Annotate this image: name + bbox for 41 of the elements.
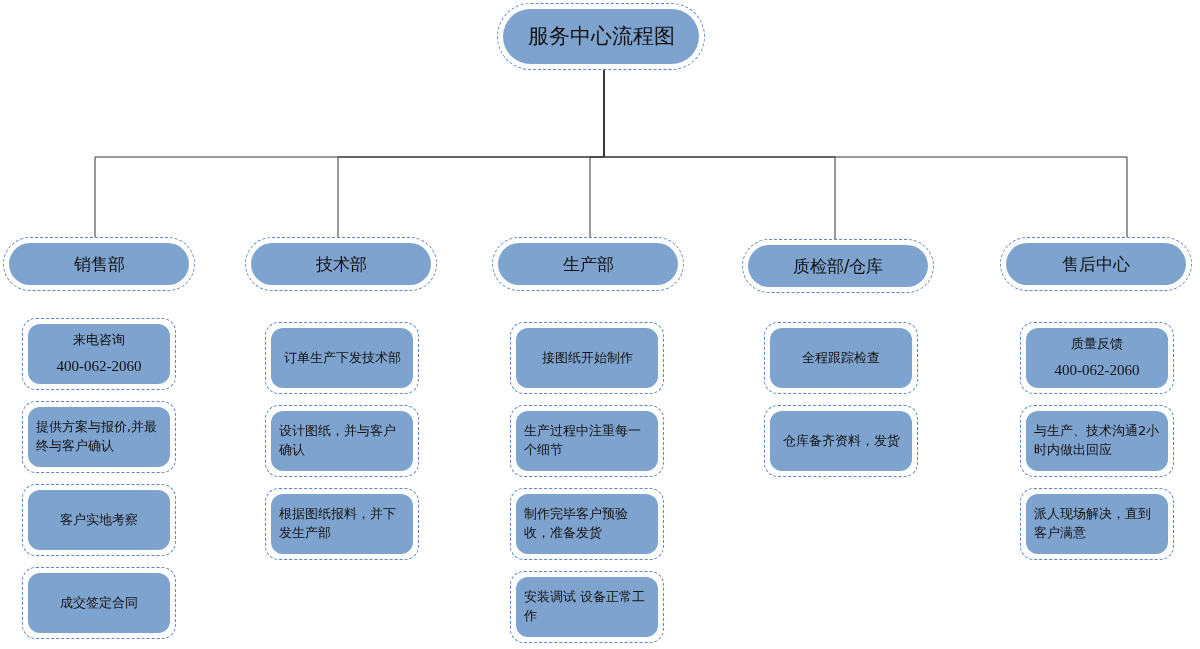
step-text: 设计图纸，并与客户确认 xyxy=(279,422,397,459)
step-text: 400-062-2060 xyxy=(56,356,142,376)
step-text: 安装调试 设备正常工作 xyxy=(524,588,647,625)
step-box xyxy=(510,571,664,643)
step-text: 派人现场解决，直到客户满意 xyxy=(1034,505,1152,542)
step-box xyxy=(22,484,176,556)
step-box xyxy=(22,401,176,473)
step-box xyxy=(764,322,918,394)
step-text: 接图纸开始制作 xyxy=(541,348,633,367)
step-text: 质量反馈 xyxy=(1071,334,1123,353)
step-text: 仓库备齐资料，发货 xyxy=(782,431,900,450)
step-box xyxy=(22,318,176,390)
department-name: 销售部 xyxy=(73,252,125,276)
department-name: 质检部/仓库 xyxy=(792,254,884,278)
department-name: 售后中心 xyxy=(1062,252,1130,276)
step-text: 成交签定合同 xyxy=(60,593,138,612)
step-text: 客户实地考察 xyxy=(60,510,138,529)
step-text: 与生产、技术沟通2小时内做出回应 xyxy=(1034,422,1160,459)
step-box xyxy=(1020,405,1174,477)
department-name: 技术部 xyxy=(315,252,367,276)
step-box xyxy=(1020,322,1174,394)
department-name: 生产部 xyxy=(562,252,614,276)
step-text: 400-062-2060 xyxy=(1054,360,1140,380)
step-text: 全程跟踪检查 xyxy=(802,348,880,367)
title-text: 服务中心流程图 xyxy=(527,23,675,51)
step-text: 制作完毕客户预验收，准备发货 xyxy=(524,505,629,542)
step-text: 订单生产下发技术部 xyxy=(283,348,401,367)
step-box xyxy=(265,488,419,560)
step-text: 生产过程中注重每一个细节 xyxy=(524,422,642,459)
step-box xyxy=(510,322,664,394)
step-box xyxy=(510,488,664,560)
connector-line xyxy=(603,69,1128,238)
step-box xyxy=(1020,488,1174,560)
step-box xyxy=(22,567,176,639)
step-text: 提供方案与报价,并最终与客户确认 xyxy=(36,418,159,455)
step-text: 根据图纸报料，并下发生产部 xyxy=(279,505,397,542)
step-box xyxy=(265,405,419,477)
step-text: 来电咨询 xyxy=(73,330,125,349)
step-box xyxy=(764,405,918,477)
step-box xyxy=(265,322,419,394)
step-box xyxy=(510,405,664,477)
